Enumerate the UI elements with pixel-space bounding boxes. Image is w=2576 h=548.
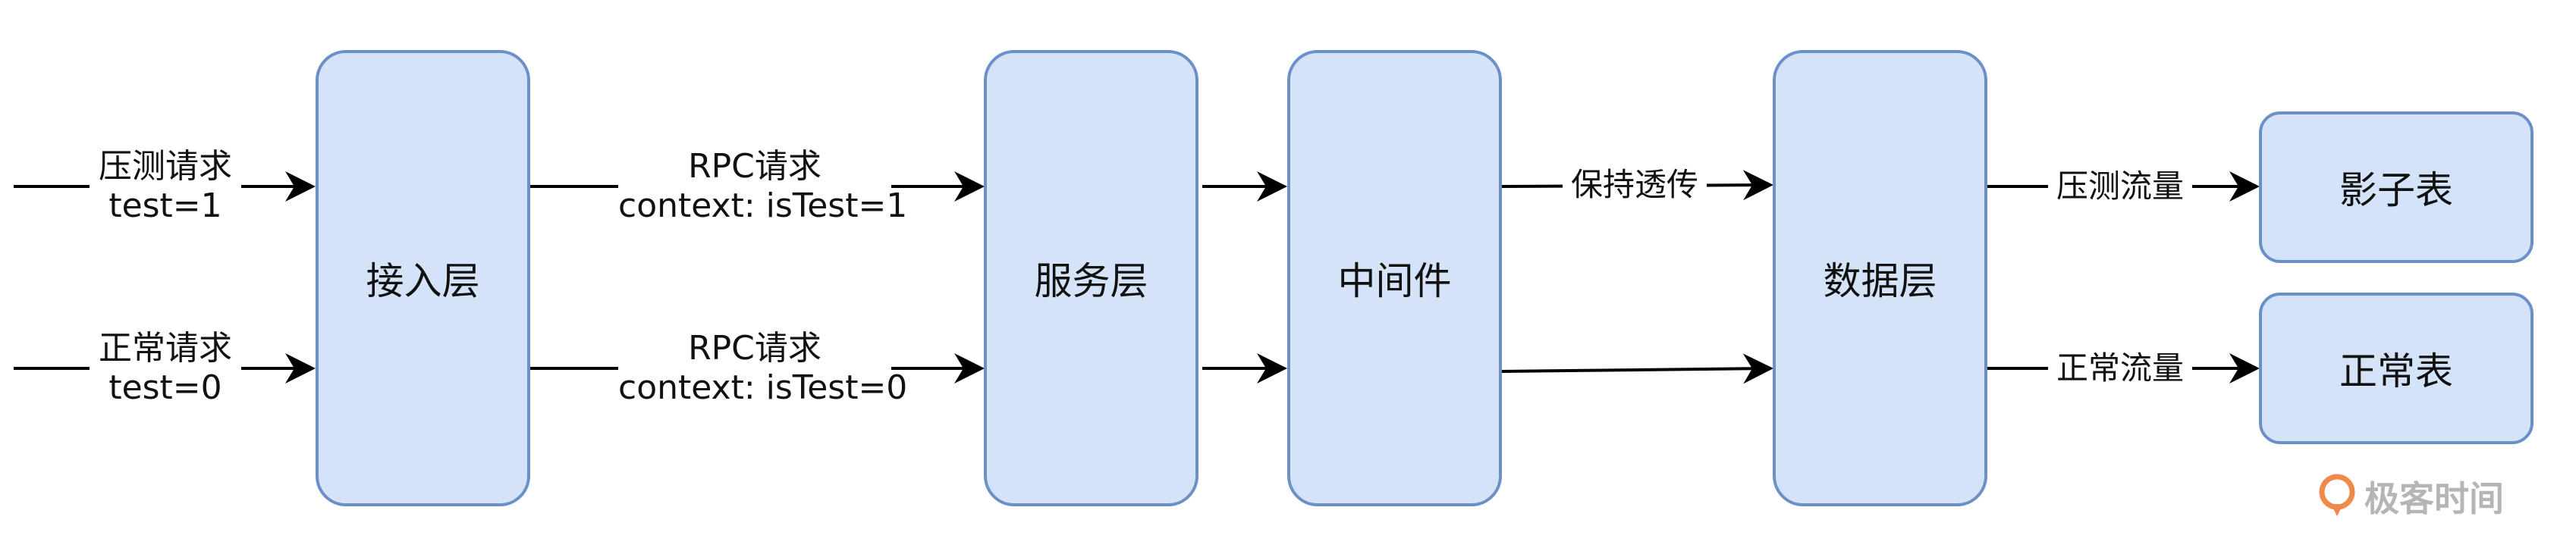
- stress-traffic-text: 压测流量: [2056, 168, 2184, 205]
- shadow-table-box: 影子表: [2259, 111, 2534, 263]
- normal-table-label: 正常表: [2339, 349, 2453, 393]
- normal-traffic-text: 正常流量: [2056, 349, 2184, 387]
- stress-flag-text: test=1: [108, 186, 222, 225]
- stress-traffic-label: 压测流量: [2048, 167, 2192, 206]
- keep-passthrough-text: 保持透传: [1570, 166, 1698, 203]
- service-layer-box: 服务层: [984, 50, 1198, 506]
- service-layer-label: 服务层: [1034, 259, 1148, 303]
- stress-request-text: 压测请求: [99, 147, 232, 186]
- normal-request-label: 正常请求 test=0: [90, 329, 241, 408]
- rpc-bottom-text: RPC请求: [688, 329, 821, 368]
- stress-request-label: 压测请求 test=1: [90, 147, 241, 226]
- normal-traffic-label: 正常流量: [2048, 349, 2192, 388]
- rpc-top-context-text: context: isTest=1: [618, 186, 908, 225]
- normal-request-text: 正常请求: [99, 329, 232, 368]
- normal-table-box: 正常表: [2259, 293, 2534, 444]
- shadow-table-label: 影子表: [2339, 168, 2453, 212]
- access-layer-box: 接入层: [316, 50, 530, 506]
- middleware-label: 中间件: [1337, 259, 1452, 303]
- normal-flag-text: test=0: [108, 368, 222, 407]
- watermark: 极客时间: [2317, 471, 2504, 521]
- data-layer-label: 数据层: [1823, 259, 1937, 303]
- middleware-data-bottom-arrow: [1500, 353, 1773, 384]
- rpc-top-text: RPC请求: [688, 147, 821, 186]
- rpc-bottom-label: RPC请求 context: isTest=0: [618, 329, 908, 408]
- keep-passthrough-label: 保持透传: [1563, 165, 1707, 205]
- data-layer-box: 数据层: [1773, 50, 1987, 506]
- middleware-box: 中间件: [1287, 50, 1502, 506]
- watermark-text: 极客时间: [2364, 478, 2504, 519]
- geektime-logo-icon: [2319, 474, 2355, 516]
- rpc-top-label: RPC请求 context: isTest=1: [618, 147, 908, 226]
- access-layer-label: 接入层: [366, 259, 480, 303]
- rpc-bottom-context-text: context: isTest=0: [618, 368, 908, 407]
